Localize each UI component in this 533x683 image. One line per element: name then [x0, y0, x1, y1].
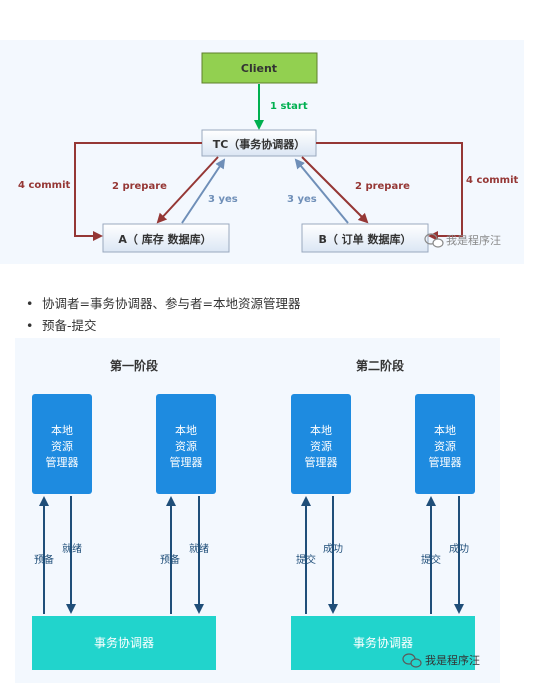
commit-left-arrow: [74, 142, 202, 241]
phase1-title: 第一阶段: [110, 358, 159, 373]
node-b: [301, 223, 429, 253]
node-b-label: B（ 订单 数据库）: [318, 232, 411, 246]
start-label: 1 start: [270, 101, 308, 112]
rm-line2: 资源: [175, 439, 197, 453]
node-a: [102, 223, 230, 253]
phase1-prepare-label-right: 预备: [160, 553, 180, 566]
top-watermark: 我是程序汪: [446, 233, 501, 247]
bullet-text: 协调者=事务协调器、参与者=本地资源管理器: [42, 296, 301, 311]
wechat-icon: [424, 233, 444, 248]
rm-line1: 本地: [434, 423, 456, 437]
phase2-commit-label-right: 提交: [421, 553, 441, 566]
client-label: Client: [241, 62, 277, 75]
phase2-rm-left: 本地 资源 管理器: [291, 394, 351, 494]
bullet-dot: •: [26, 318, 34, 333]
phase2-commit-label-left: 提交: [296, 553, 316, 566]
phase1-rm-left: 本地 资源 管理器: [32, 394, 92, 494]
rm-line1: 本地: [175, 423, 197, 437]
commit-left-label: 4 commit: [18, 180, 71, 191]
bullet-item: • 协调者=事务协调器、参与者=本地资源管理器: [26, 293, 300, 312]
tc-node: [201, 129, 317, 157]
phase2-success-label-left: 成功: [323, 543, 343, 555]
commit-right-arrow: [316, 142, 463, 241]
rm-line3: 管理器: [46, 455, 79, 469]
bottom-watermark: 我是程序汪: [425, 653, 480, 667]
yes-left-label: 3 yes: [208, 194, 238, 205]
prepare-left-label: 2 prepare: [112, 181, 167, 192]
rm-line1: 本地: [310, 423, 332, 437]
bullet-dot: •: [26, 296, 34, 311]
yes-right-label: 3 yes: [287, 194, 317, 205]
phase1-ready-label-right: 就绪: [189, 542, 209, 555]
rm-line2: 资源: [310, 439, 332, 453]
yes-right-arrow: [294, 158, 349, 224]
bullet-item: • 预备-提交: [26, 315, 97, 334]
wechat-icon: [402, 653, 422, 668]
rm-line3: 管理器: [429, 455, 462, 469]
phase2-rm-right: 本地 资源 管理器: [415, 394, 475, 494]
prepare-left-arrow: [156, 156, 219, 224]
phase1-ready-label-left: 就绪: [62, 542, 82, 555]
rm-line3: 管理器: [170, 455, 203, 469]
rm-line3: 管理器: [305, 455, 338, 469]
phase2-coordinator-label: 事务协调器: [353, 635, 413, 650]
rm-line1: 本地: [51, 423, 73, 437]
phase1-rm-right: 本地 资源 管理器: [156, 394, 216, 494]
phase2-title: 第二阶段: [356, 358, 405, 373]
phase2-success-label-right: 成功: [449, 543, 469, 555]
prepare-right-label: 2 prepare: [355, 181, 410, 192]
phase2-coordinator: [291, 616, 475, 670]
commit-right-label: 4 commit: [466, 175, 519, 186]
prepare-right-arrow: [301, 156, 369, 224]
node-a-label: A（ 库存 数据库）: [118, 232, 211, 246]
phase1-coordinator-label: 事务协调器: [94, 635, 154, 650]
tc-label: TC（事务协调器）: [213, 137, 306, 151]
phase1-coordinator: [32, 616, 216, 670]
rm-line2: 资源: [51, 439, 73, 453]
rm-line2: 资源: [434, 439, 456, 453]
bullet-text: 预备-提交: [42, 318, 97, 333]
phase1-prepare-label-left: 预备: [34, 553, 54, 566]
client-node: [201, 52, 318, 84]
yes-left-arrow: [181, 158, 226, 224]
